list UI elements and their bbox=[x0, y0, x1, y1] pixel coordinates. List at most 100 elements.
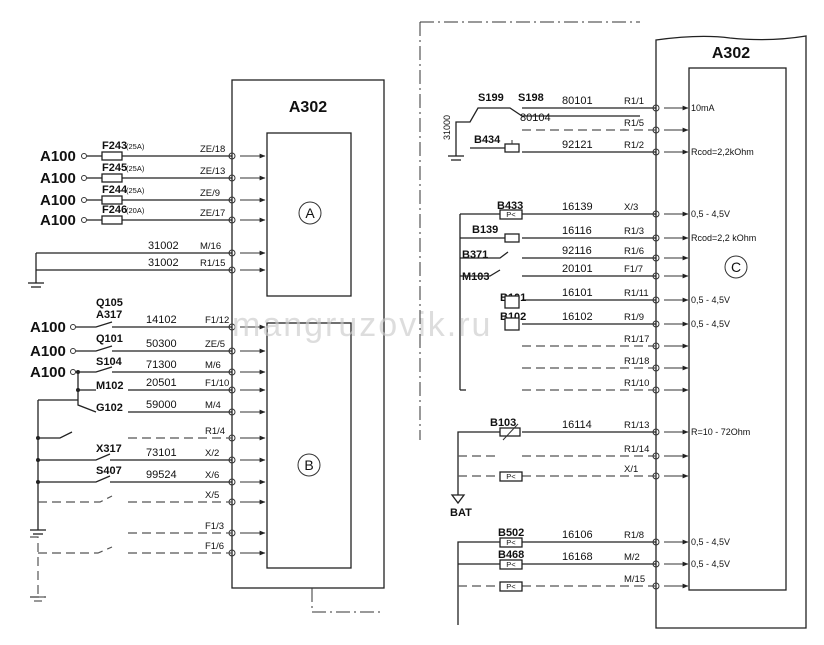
fuse-rating: (25A) bbox=[126, 142, 145, 151]
pin-terminal bbox=[652, 472, 660, 480]
fuse-rating: (20A) bbox=[126, 206, 145, 215]
wire-number: 73101 bbox=[146, 447, 177, 459]
fuse-label: F245 bbox=[102, 162, 127, 174]
wire-number: 16101 bbox=[562, 287, 593, 299]
pin-label: X/3 bbox=[624, 202, 638, 213]
pin-label: M/6 bbox=[205, 360, 221, 371]
left-b-group: A100 A100 A100 Q105 A317 Q101 S104 M102 … bbox=[30, 297, 128, 602]
wire-number: 16114 bbox=[562, 419, 592, 431]
pin-terminal bbox=[652, 320, 660, 328]
block-a-marker bbox=[298, 201, 322, 225]
source-a100: A100 bbox=[40, 192, 76, 209]
block-c-label: C bbox=[731, 259, 741, 275]
wire-number: 59000 bbox=[146, 399, 177, 411]
block-a-label: A bbox=[305, 205, 315, 221]
pin-label: R1/10 bbox=[624, 378, 649, 389]
signal-spec: 0,5 - 4,5V bbox=[691, 537, 730, 547]
pin-label: M/4 bbox=[205, 400, 221, 411]
pin-label: ZE/18 bbox=[200, 144, 225, 155]
label-b502: B502 bbox=[498, 527, 524, 539]
left-module: A302 A B bbox=[231, 79, 385, 589]
pin-terminal bbox=[652, 386, 660, 394]
block-c bbox=[688, 67, 787, 591]
pin-terminal bbox=[652, 296, 660, 304]
wire-number: 71300 bbox=[146, 359, 177, 371]
label-x317: X317 bbox=[96, 443, 122, 455]
label-s407: S407 bbox=[96, 465, 122, 477]
label-b139: B139 bbox=[472, 224, 498, 236]
pin-terminal bbox=[652, 560, 660, 568]
pin-label: X/2 bbox=[205, 448, 219, 459]
wire-number: 92116 bbox=[562, 245, 592, 257]
signal-spec: 0,5 - 4,5V bbox=[691, 319, 730, 329]
left-fuse-group: A100F243(25A)ZE/18A100F245(25A)ZE/13A100… bbox=[40, 140, 232, 229]
wire-number: 16106 bbox=[562, 529, 593, 541]
left-ground-group: 31002 31002 bbox=[28, 240, 232, 288]
wire-number: 92121 bbox=[562, 139, 593, 151]
sensor-m15-tag: P< bbox=[506, 582, 516, 591]
pin-terminal bbox=[652, 428, 660, 436]
pin-label: F1/7 bbox=[624, 264, 643, 275]
ground-wire-2: 31002 bbox=[148, 257, 179, 269]
pin-terminal bbox=[652, 272, 660, 280]
sensor-x1-tag: P< bbox=[506, 472, 516, 481]
bat-label: BAT bbox=[450, 507, 472, 519]
signal-spec: Rcod=2,2kOhm bbox=[691, 147, 754, 157]
label-s104: S104 bbox=[96, 356, 123, 368]
label-q105: Q105 bbox=[96, 297, 123, 309]
left-module-title: A302 bbox=[289, 99, 327, 116]
pin-terminal bbox=[652, 364, 660, 372]
pin-label: X/1 bbox=[624, 464, 638, 475]
signal-spec: 10mA bbox=[691, 103, 715, 113]
label-b103: B103 bbox=[490, 417, 516, 429]
wire-number: 99524 bbox=[146, 469, 177, 481]
pin-terminal bbox=[652, 582, 660, 590]
block-c-marker bbox=[724, 255, 748, 279]
fuse-rating: (25A) bbox=[126, 164, 145, 173]
sensor-b468-tag: P< bbox=[506, 560, 516, 569]
pin-label: R1/13 bbox=[624, 420, 649, 431]
pin-label: R1/2 bbox=[624, 140, 644, 151]
wire-80104: 80104 bbox=[520, 112, 551, 124]
pin-label: F1/6 bbox=[205, 541, 224, 552]
pin-terminal bbox=[652, 126, 660, 134]
fuse-label: F246 bbox=[102, 204, 127, 216]
pin-label: R1/8 bbox=[624, 530, 644, 541]
pin-label: X/6 bbox=[205, 470, 219, 481]
label-b433: B433 bbox=[497, 200, 523, 212]
wire-number: 20501 bbox=[146, 377, 177, 389]
pin-label: R1/1 bbox=[624, 96, 644, 107]
label-b434: B434 bbox=[474, 134, 501, 146]
pin-label: R1/18 bbox=[624, 356, 649, 367]
signal-spec: 0,5 - 4,5V bbox=[691, 209, 730, 219]
sensor-b433-tag: P< bbox=[506, 210, 516, 219]
fuse-label: F243 bbox=[102, 140, 127, 152]
block-b-marker bbox=[297, 453, 321, 477]
ground-wire-31000: 31000 bbox=[442, 115, 452, 140]
label-q101: Q101 bbox=[96, 333, 123, 345]
wire-number: 80101 bbox=[562, 95, 593, 107]
block-a bbox=[266, 132, 352, 297]
pin-terminal bbox=[652, 210, 660, 218]
source-a100: A100 bbox=[40, 212, 76, 229]
label-m103: M103 bbox=[462, 271, 490, 283]
ground-wire-1: 31002 bbox=[148, 240, 179, 252]
pin-label: F1/3 bbox=[205, 521, 224, 532]
pin-label: ZE/13 bbox=[200, 166, 225, 177]
sensor-b502-tag: P< bbox=[506, 538, 516, 547]
pin-label: R1/9 bbox=[624, 312, 644, 323]
pin-label: R1/6 bbox=[624, 246, 644, 257]
pin-label: ZE/5 bbox=[205, 339, 225, 350]
source-a100: A100 bbox=[40, 170, 76, 187]
wire-number: 50300 bbox=[146, 338, 177, 350]
label-m102: M102 bbox=[96, 380, 124, 392]
pin-terminal bbox=[652, 148, 660, 156]
pin-label: F1/10 bbox=[205, 378, 229, 389]
wire-number: 16168 bbox=[562, 551, 593, 563]
wire-number: 16116 bbox=[562, 225, 592, 237]
wire-number: 20101 bbox=[562, 263, 593, 275]
signal-spec: R=10 - 72Ohm bbox=[691, 427, 750, 437]
pin-label: ZE/9 bbox=[200, 188, 220, 199]
pin-terminal bbox=[652, 342, 660, 350]
